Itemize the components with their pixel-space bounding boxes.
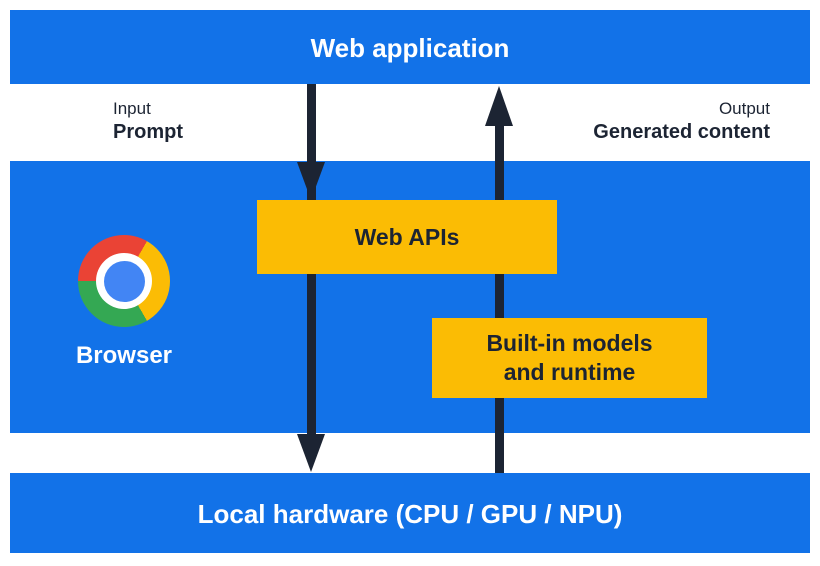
- input-label: Input: [113, 99, 151, 118]
- browser-label: Browser: [75, 342, 173, 369]
- web-application-bar: Web application: [10, 10, 810, 84]
- web-apis-box: Web APIs: [257, 200, 557, 274]
- builtin-models-box: Built-in models and runtime: [432, 318, 707, 398]
- arrow-down-head-icon: [297, 162, 325, 200]
- chrome-logo-icon: [78, 235, 170, 327]
- output-label: Output: [718, 99, 770, 118]
- prompt-label: Prompt: [113, 121, 183, 143]
- chrome-logo-ring: [96, 253, 152, 309]
- web-apis-label: Web APIs: [354, 223, 460, 250]
- local-hardware-bar: Local hardware (CPU / GPU / NPU): [10, 473, 810, 553]
- generated-content-label: Generated content: [593, 121, 770, 143]
- web-application-label: Web application: [310, 33, 510, 63]
- arrow-up-head-icon: [485, 86, 513, 126]
- builtin-models-label-line2: and runtime: [503, 359, 636, 385]
- output-flow-label: Output Generated content: [593, 98, 770, 145]
- arrow-up-line-icon: [495, 118, 504, 473]
- builtin-models-label-line1: Built-in models: [486, 330, 653, 356]
- arrow-down-head-icon: [297, 434, 325, 472]
- input-flow-label: Input Prompt: [113, 98, 183, 145]
- local-hardware-label: Local hardware (CPU / GPU / NPU): [197, 499, 623, 529]
- chrome-logo-center: [103, 260, 145, 302]
